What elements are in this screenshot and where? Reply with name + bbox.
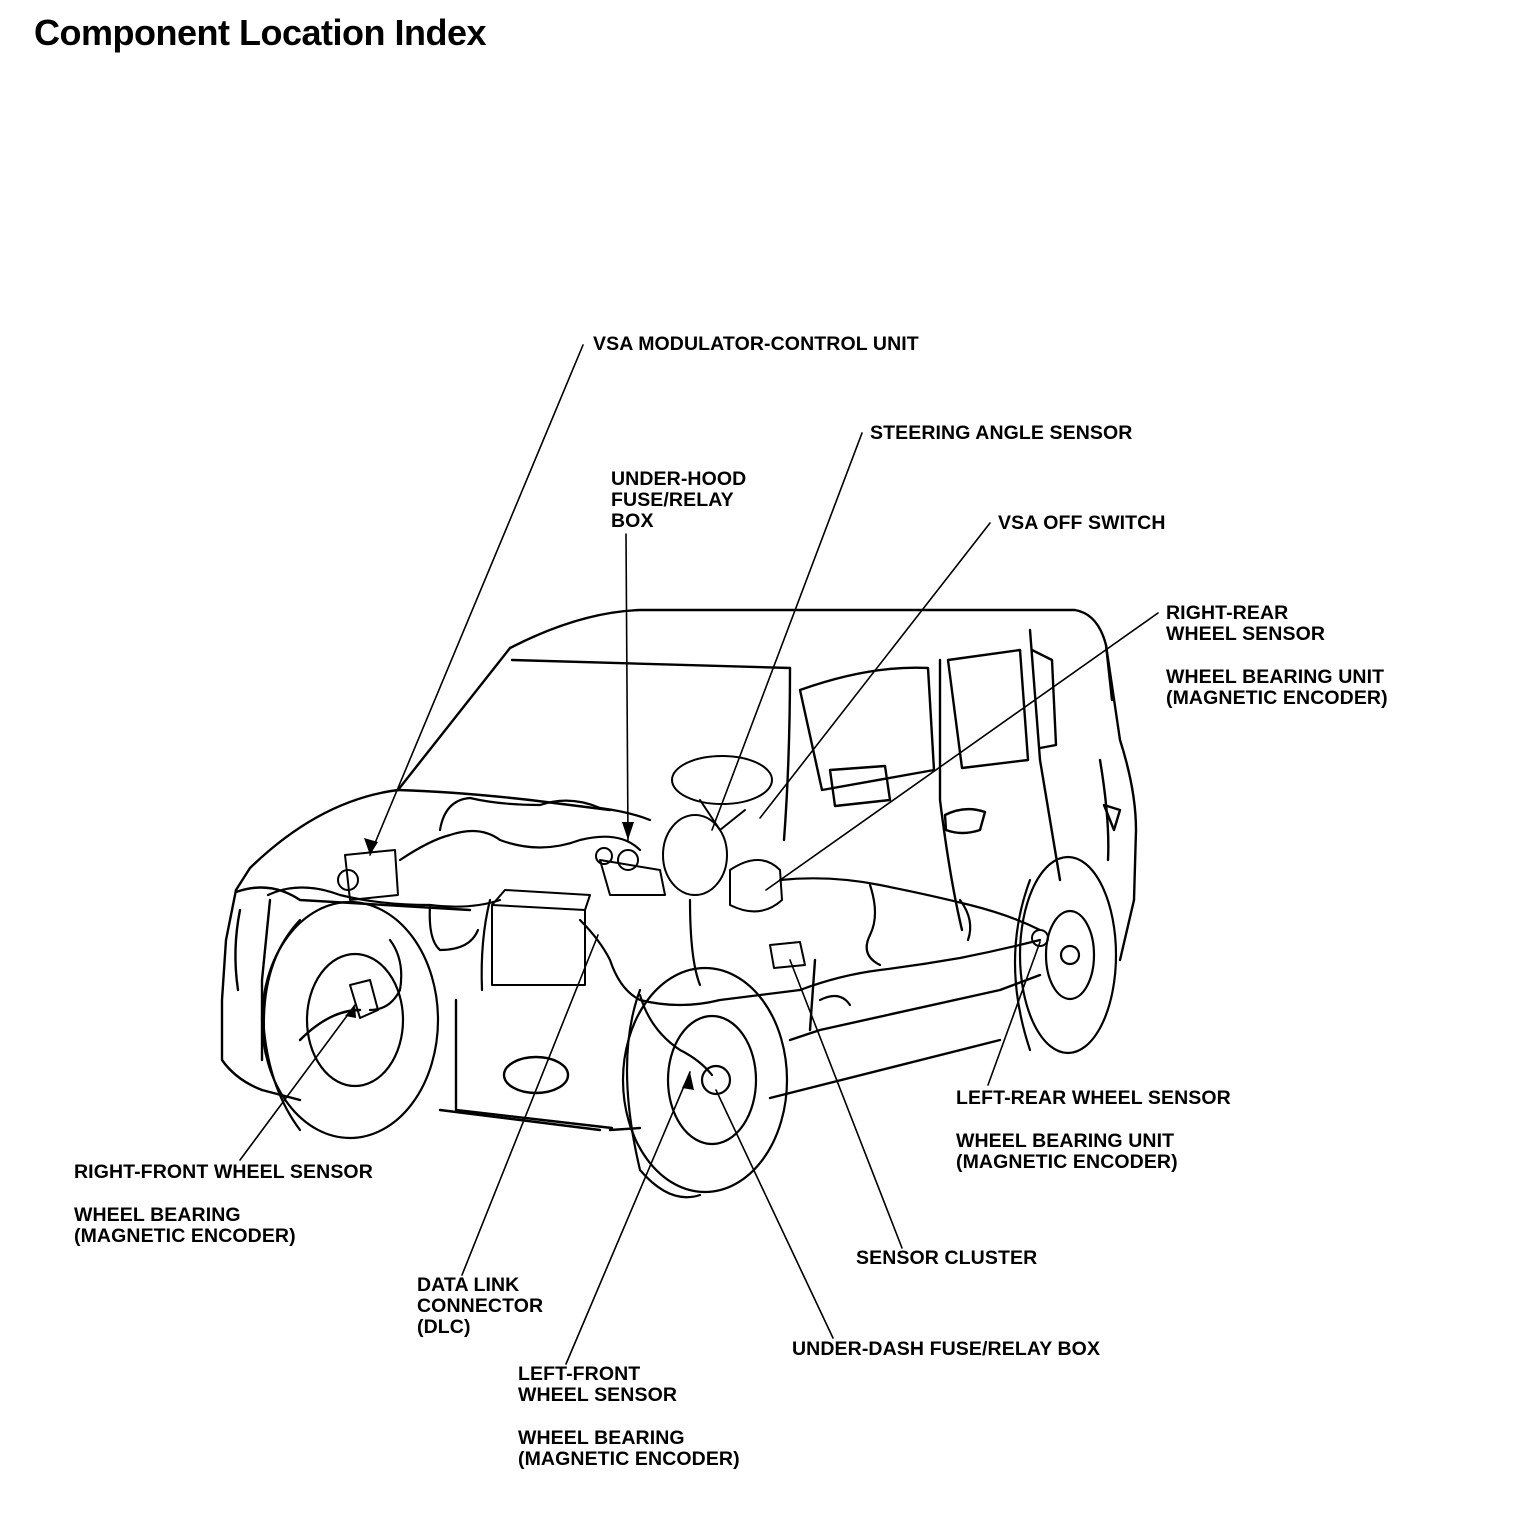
label-line: VSA MODULATOR-CONTROL UNIT bbox=[593, 333, 919, 355]
leader-lines bbox=[239, 344, 1159, 1365]
label-line: BOX bbox=[611, 510, 654, 532]
label-right-front-wheel-sensor: RIGHT-FRONT WHEEL SENSOR WHEEL BEARING (… bbox=[74, 1162, 373, 1247]
vehicle-body bbox=[220, 608, 1138, 1132]
leader-arrowheads bbox=[345, 822, 694, 1090]
leader-vsa-off-switch bbox=[759, 522, 991, 819]
label-line: VSA OFF SWITCH bbox=[998, 512, 1166, 534]
leader-steering-angle bbox=[711, 432, 863, 831]
engine-bay-components bbox=[337, 755, 1049, 1019]
label-left-rear-wheel-sensor: LEFT-REAR WHEEL SENSOR WHEEL BEARING UNI… bbox=[956, 1088, 1231, 1173]
label-line: WHEEL SENSOR bbox=[1166, 623, 1326, 645]
label-line: UNDER-DASH FUSE/RELAY BOX bbox=[792, 1338, 1101, 1360]
leader-under-dash-box bbox=[715, 1089, 834, 1339]
label-line: DATA LINK bbox=[417, 1274, 520, 1296]
label-under-dash-fuse-relay-box: UNDER-DASH FUSE/RELAY BOX bbox=[792, 1339, 1100, 1360]
left-front-wheel bbox=[621, 966, 789, 1199]
label-line: WHEEL BEARING UNIT bbox=[956, 1130, 1175, 1152]
leader-vsa-modulator bbox=[369, 344, 584, 856]
label-vsa-off-switch: VSA OFF SWITCH bbox=[998, 513, 1166, 534]
label-vsa-modulator-control-unit: VSA MODULATOR-CONTROL UNIT bbox=[593, 334, 919, 355]
label-line: WHEEL SENSOR bbox=[518, 1384, 678, 1406]
label-line: (DLC) bbox=[417, 1316, 471, 1338]
leader-left-front bbox=[565, 1071, 691, 1365]
label-line: RIGHT-FRONT WHEEL SENSOR bbox=[74, 1161, 373, 1183]
leader-sensor-cluster bbox=[789, 959, 903, 1249]
label-line: WHEEL BEARING bbox=[74, 1204, 241, 1226]
label-right-rear-wheel-sensor: RIGHT-REAR WHEEL SENSOR WHEEL BEARING UN… bbox=[1166, 603, 1388, 709]
leader-under-hood-box bbox=[625, 533, 629, 841]
label-line: UNDER-HOOD bbox=[611, 468, 747, 490]
right-front-wheel bbox=[260, 900, 440, 1140]
label-line: FUSE/RELAY bbox=[611, 489, 734, 511]
label-line: LEFT-REAR WHEEL SENSOR bbox=[956, 1087, 1231, 1109]
leader-dlc bbox=[461, 934, 599, 1276]
label-line: CONNECTOR bbox=[417, 1295, 544, 1317]
label-data-link-connector: DATA LINK CONNECTOR (DLC) bbox=[417, 1275, 543, 1338]
label-line: (MAGNETIC ENCODER) bbox=[956, 1151, 1178, 1173]
label-line: RIGHT-REAR bbox=[1166, 602, 1289, 624]
leader-left-rear bbox=[987, 941, 1041, 1086]
leader-right-rear bbox=[765, 612, 1159, 891]
label-line: SENSOR CLUSTER bbox=[856, 1247, 1038, 1269]
leader-right-front bbox=[239, 1004, 356, 1161]
label-steering-angle-sensor: STEERING ANGLE SENSOR bbox=[870, 423, 1133, 444]
label-line: LEFT-FRONT bbox=[518, 1363, 641, 1385]
label-line: (MAGNETIC ENCODER) bbox=[74, 1225, 296, 1247]
label-sensor-cluster: SENSOR CLUSTER bbox=[856, 1248, 1037, 1269]
label-line: STEERING ANGLE SENSOR bbox=[870, 422, 1133, 444]
label-line: WHEEL BEARING UNIT bbox=[1166, 666, 1385, 688]
label-line: WHEEL BEARING bbox=[518, 1427, 685, 1449]
label-line: (MAGNETIC ENCODER) bbox=[1166, 687, 1388, 709]
label-left-front-wheel-sensor: LEFT-FRONT WHEEL SENSOR WHEEL BEARING (M… bbox=[518, 1364, 740, 1470]
page-title: Component Location Index bbox=[34, 12, 487, 53]
label-under-hood-fuse-relay-box: UNDER-HOOD FUSE/RELAY BOX bbox=[611, 469, 746, 532]
left-rear-wheel bbox=[1013, 855, 1118, 1055]
label-line: (MAGNETIC ENCODER) bbox=[518, 1448, 740, 1470]
wiring-harness bbox=[266, 796, 1042, 1077]
